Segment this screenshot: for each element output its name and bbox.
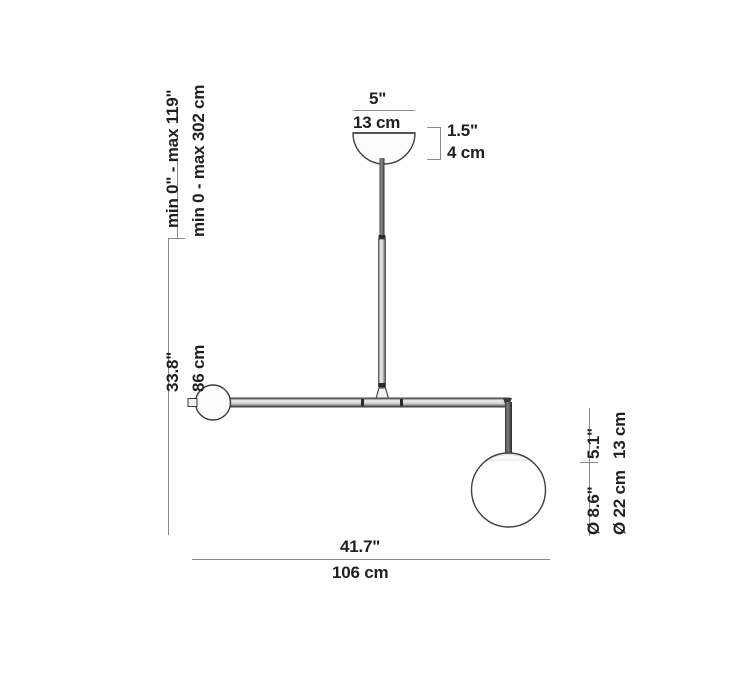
label-globe-drop-in: 5.1" — [584, 428, 603, 459]
dimline-globe-tick — [580, 462, 598, 463]
label-arm-width-cm: 106 cm — [332, 563, 389, 582]
label-canopy-diameter-cm: 13 cm — [353, 113, 401, 132]
label-suspension-height-in: min 0" - max 119" — [163, 89, 182, 228]
dimline-suspension-range — [177, 158, 178, 238]
lower-rod-shape — [378, 239, 386, 387]
label-globe-drop-cm: 13 cm — [610, 411, 629, 459]
label-suspension-height-cm: min 0 - max 302 cm — [189, 84, 208, 237]
label-canopy-height-in: 1.5" — [447, 121, 478, 140]
dimline-canopy-height-top — [427, 127, 441, 128]
drop-rod-shape — [505, 402, 512, 460]
arm-shape — [205, 398, 510, 407]
label-drop-height-in: 33.8" — [163, 351, 182, 392]
label-canopy-height-cm: 4 cm — [447, 143, 485, 162]
dimline-arm-width — [192, 559, 550, 560]
label-drop-height-cm: 86 cm — [189, 344, 208, 392]
canopy-shape — [352, 132, 416, 165]
label-arm-width-in: 41.7" — [340, 537, 381, 556]
label-globe-diameter-cm: Ø 22 cm — [610, 470, 629, 535]
dimline-canopy-height-side — [440, 127, 441, 160]
dimline-drop-height — [168, 238, 169, 535]
label-globe-diameter-in: Ø 8.6" — [584, 486, 603, 535]
label-canopy-diameter-in: 5" — [369, 89, 387, 108]
globe-shape — [470, 452, 547, 528]
dimline-suspension-tick — [168, 238, 185, 239]
dimline-globe-vertical — [589, 408, 590, 536]
dimline-canopy-height-bottom — [427, 159, 441, 160]
upper-rod-shape — [379, 158, 385, 237]
dimline-canopy-diameter — [353, 110, 415, 111]
